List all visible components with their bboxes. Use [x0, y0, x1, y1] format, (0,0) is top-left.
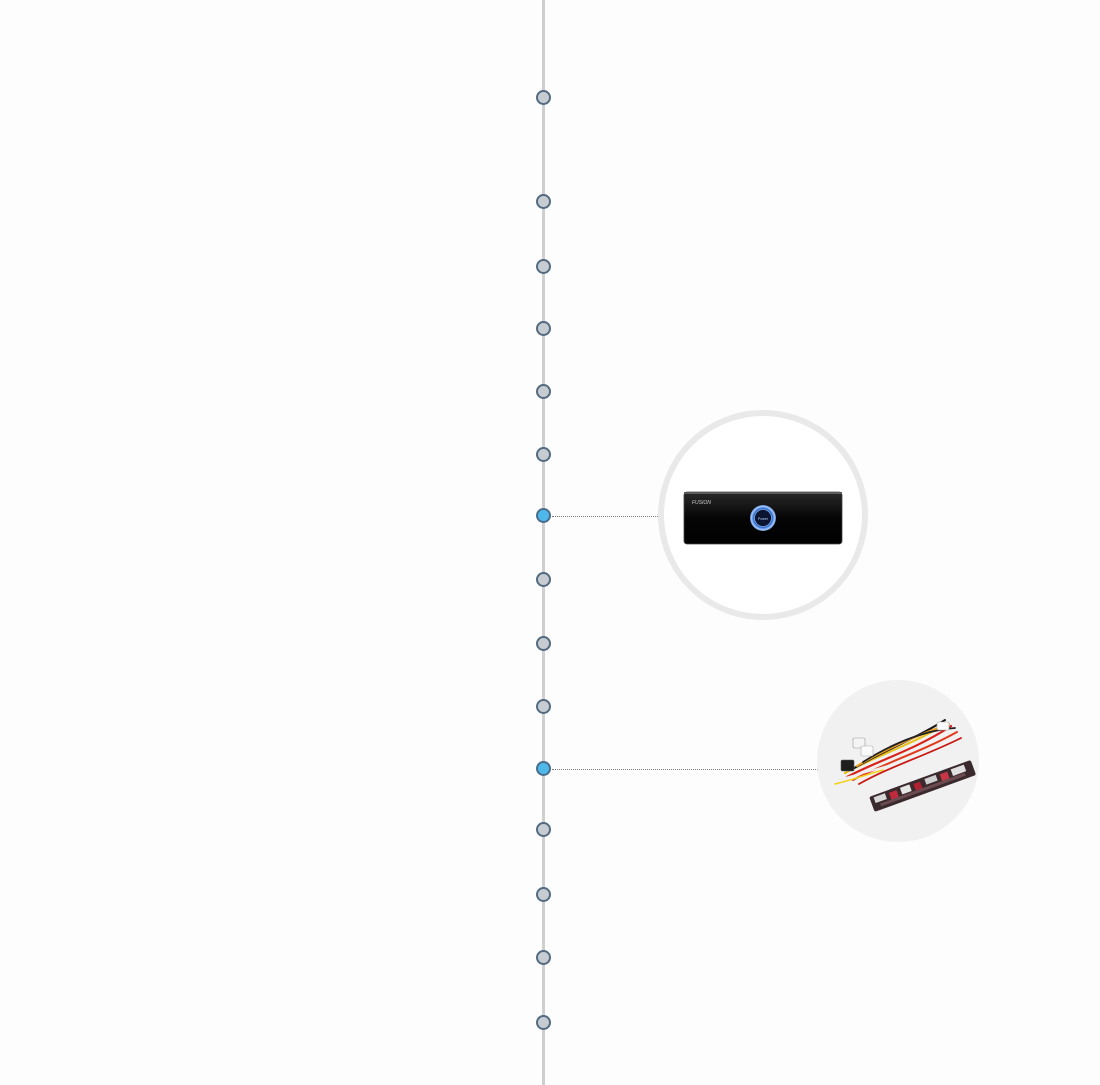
timeline-node[interactable] [536, 699, 551, 714]
timeline-node-active[interactable] [536, 508, 551, 523]
connector-line [552, 516, 658, 517]
timeline-node[interactable] [536, 384, 551, 399]
connector-line [552, 769, 818, 770]
cable-bundle-power-board-image [834, 719, 976, 812]
timeline-vertical-line [542, 0, 545, 1085]
product-thumbnail-device[interactable]: FUSION Power [658, 410, 868, 620]
product-thumbnail-cables[interactable] [817, 680, 979, 842]
timeline-node[interactable] [536, 259, 551, 274]
timeline-node[interactable] [536, 636, 551, 651]
timeline-node[interactable] [536, 1015, 551, 1030]
timeline-node[interactable] [536, 822, 551, 837]
timeline-node[interactable] [536, 447, 551, 462]
black-device-panel-image: FUSION Power [683, 491, 843, 545]
svg-text:FUSION: FUSION [692, 500, 711, 506]
svg-text:Power: Power [758, 517, 769, 521]
timeline-node[interactable] [536, 194, 551, 209]
timeline-node[interactable] [536, 321, 551, 336]
timeline-node[interactable] [536, 90, 551, 105]
timeline-node[interactable] [536, 572, 551, 587]
timeline-node[interactable] [536, 887, 551, 902]
timeline-node[interactable] [536, 950, 551, 965]
timeline-node-active[interactable] [536, 761, 551, 776]
